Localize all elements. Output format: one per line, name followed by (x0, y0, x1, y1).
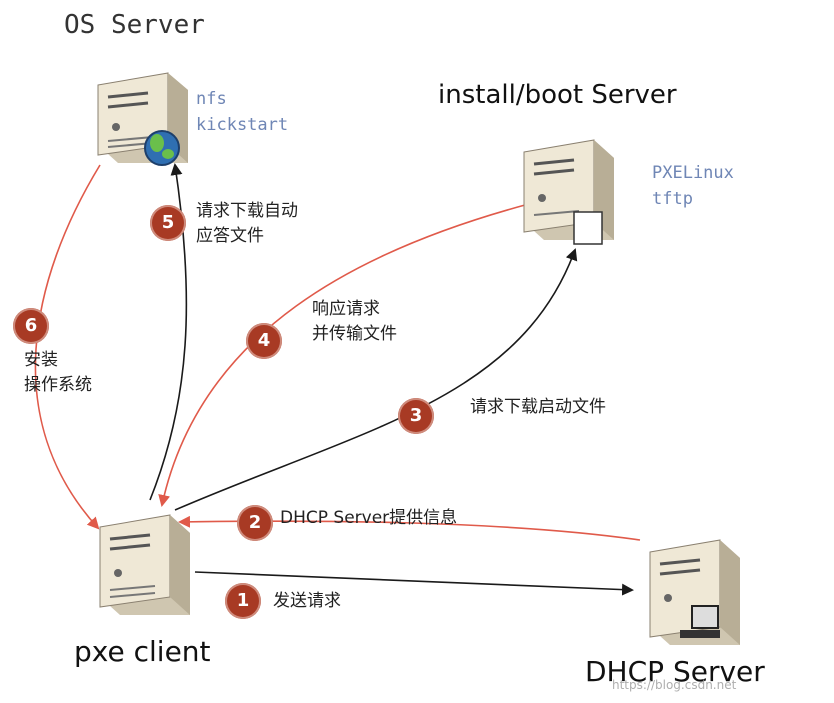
pxe-client-icon (99, 514, 190, 615)
boot-server-title: install/boot Server (438, 80, 677, 110)
step-6-label: 安装 操作系统 (24, 350, 92, 395)
step-3-label: 请求下载启动文件 (470, 397, 606, 417)
arrow-step-1 (194, 571, 634, 596)
globe-icon (144, 130, 180, 166)
arrow-step-4 (158, 204, 526, 507)
step-3-badge: 3 (398, 398, 434, 434)
step-2-badge: 2 (237, 505, 273, 541)
step-2-label: DHCP Server提供信息 (280, 508, 458, 528)
arrow-step-6 (34, 164, 101, 530)
step-6-badge: 6 (13, 308, 49, 344)
pxe-client-title: pxe client (74, 635, 211, 668)
dhcp-server-title: DHCP Server (585, 655, 765, 688)
step-5-badge: 5 (150, 205, 186, 241)
os-service-kickstart: kickstart (196, 115, 289, 135)
boot-service-pxelinux: PXELinux (652, 163, 734, 183)
step-5-label: 请求下载自动 应答文件 (196, 201, 298, 246)
arrow-step-3 (174, 248, 578, 511)
os-service-nfs: nfs (196, 89, 227, 109)
step-1-badge: 1 (225, 583, 261, 619)
step-4-badge: 4 (246, 323, 282, 359)
boot-service-tftp: tftp (652, 189, 693, 209)
step-4-label: 响应请求 并传输文件 (312, 299, 397, 344)
os-server-title: OS Server (64, 10, 205, 40)
dhcp-server-icon (649, 539, 740, 645)
arrow-step-2 (178, 515, 641, 541)
step-1-label: 发送请求 (273, 591, 341, 611)
watermark: https://blog.csdn.net (612, 678, 737, 692)
boot-server-icon (523, 139, 614, 245)
